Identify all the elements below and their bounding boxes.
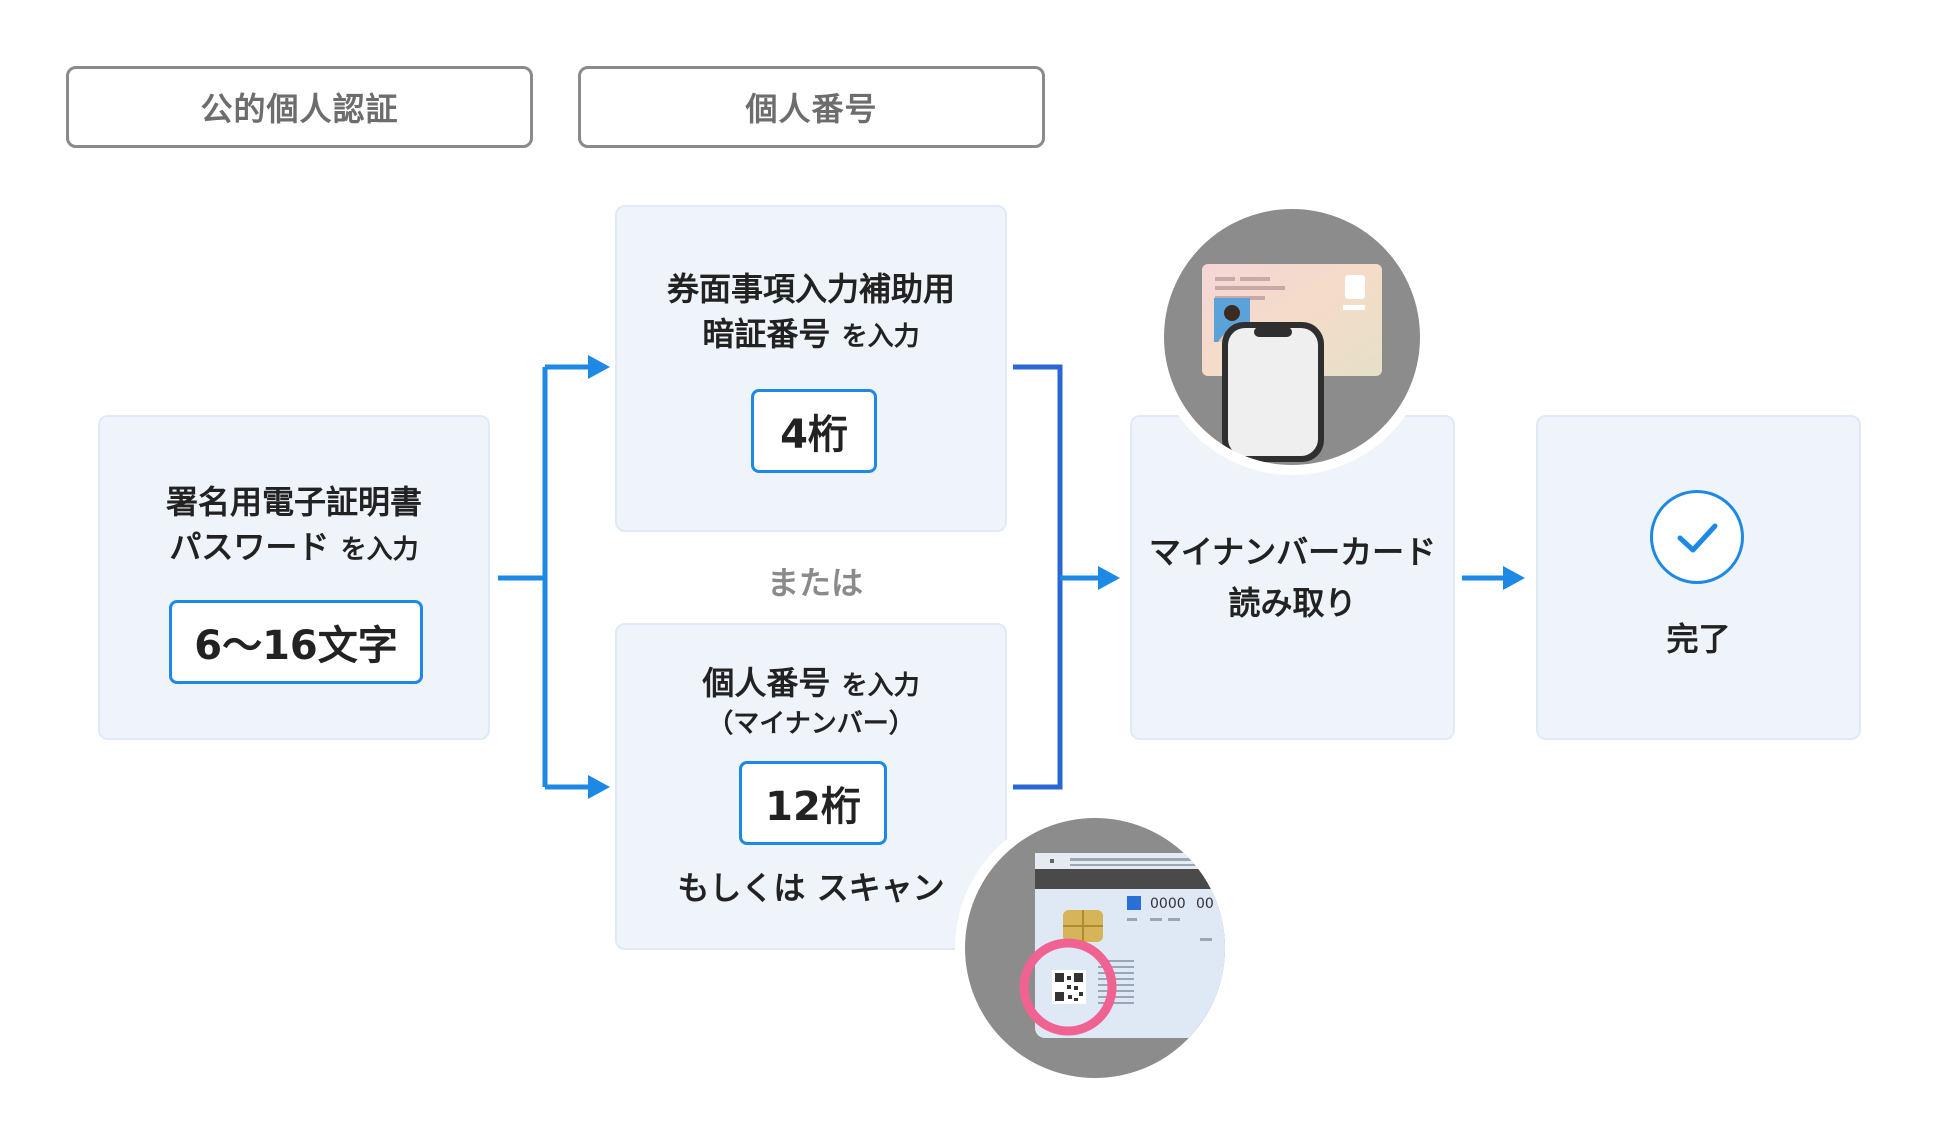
personal-number-box: 個人番号 を入力 （マイナンバー） 12桁 もしくは スキャン: [615, 623, 1007, 950]
number-length-badge: 12桁: [739, 761, 887, 845]
arrowhead-read: [1098, 566, 1120, 590]
read-box-line2: 読み取り: [1228, 584, 1357, 623]
tab-public-auth[interactable]: 公的個人認証: [66, 66, 533, 148]
done-label: 完了: [1666, 620, 1731, 658]
signature-box-suffix: を入力: [340, 534, 419, 565]
pin-box-line2: 暗証番号: [702, 314, 831, 353]
arrowhead-done: [1503, 566, 1525, 590]
signature-box-line2: パスワード: [169, 527, 330, 566]
number-box-sub: （マイナンバー）: [707, 708, 915, 739]
number-box-suffix: を入力: [841, 671, 920, 701]
pin-length-badge: 4桁: [751, 389, 877, 473]
read-box-line1: マイナンバーカード: [1148, 533, 1437, 571]
signature-box-line1: 署名用電子証明書: [165, 483, 422, 521]
arrowhead-number: [588, 775, 610, 799]
tab-personal-number[interactable]: 個人番号: [578, 66, 1045, 148]
connector-merge: [1013, 364, 1063, 790]
card-reading-box: マイナンバーカード 読み取り: [1130, 415, 1455, 740]
arrowhead-pin: [588, 355, 610, 379]
pin-box-suffix: を入力: [841, 321, 920, 352]
pin-box-line1: 券面事項入力補助用: [666, 270, 955, 308]
scan-option-text: もしくは スキャン: [677, 869, 945, 907]
pin-box: 券面事項入力補助用 暗証番号 を入力 4桁: [615, 205, 1007, 532]
number-box-line1: 個人番号: [702, 664, 831, 702]
check-icon: [1677, 523, 1718, 553]
or-label: または: [766, 564, 863, 602]
signature-password-box: 署名用電子証明書 パスワード を入力 6～16文字: [98, 415, 490, 740]
signature-length-badge: 6～16文字: [169, 600, 423, 684]
check-circle: [1650, 490, 1744, 584]
